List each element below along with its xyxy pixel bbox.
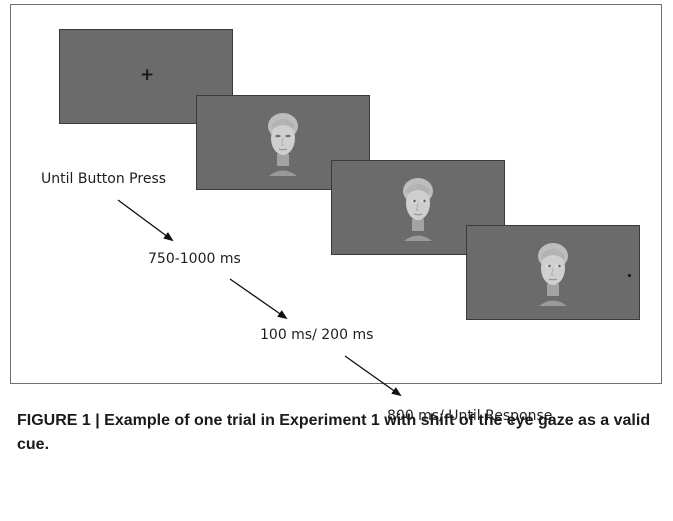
face-averted-gaze-with-target-icon xyxy=(538,243,568,306)
timing-label-2: 750-1000 ms xyxy=(148,251,241,267)
fixation-cross: + xyxy=(140,65,155,85)
face-averted-gaze-icon xyxy=(403,178,433,241)
arrow-1 xyxy=(117,199,174,242)
arrow-3 xyxy=(344,355,402,397)
target-dot xyxy=(628,274,631,277)
timing-label-3: 100 ms/ 200 ms xyxy=(260,327,374,343)
face-frame-with-target xyxy=(466,225,640,320)
figure-caption: FIGURE 1 | Example of one trial in Exper… xyxy=(17,412,651,453)
timing-label-4: 800 ms/ Until Response xyxy=(387,408,553,424)
figure-panel xyxy=(10,4,662,384)
arrow-2 xyxy=(229,278,288,320)
face-straight-gaze-icon xyxy=(268,113,298,176)
timing-label-1: Until Button Press xyxy=(41,171,167,187)
